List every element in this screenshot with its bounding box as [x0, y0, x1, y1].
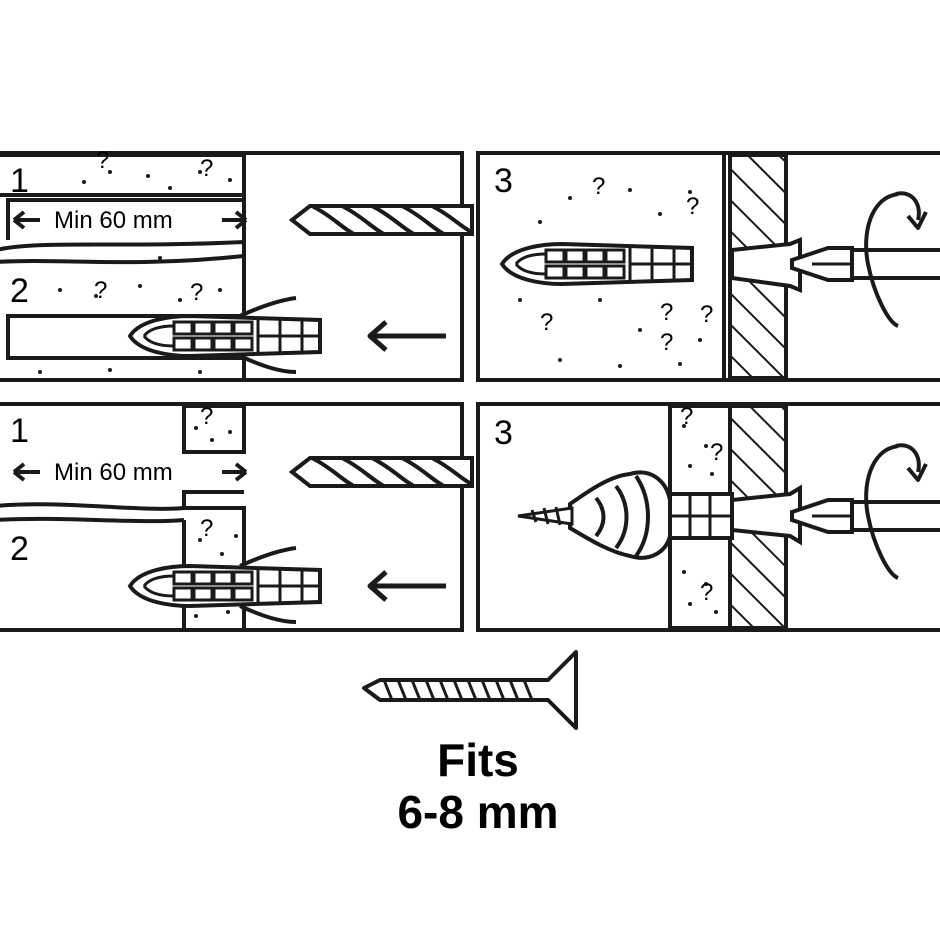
fits-size: 6-8 mm	[397, 786, 558, 838]
step-number-1: 1	[10, 412, 29, 450]
panel-top-left: ? ? ? ? 1 2 Min 60 mm	[0, 147, 474, 382]
step-number-3: 3	[494, 162, 513, 200]
svg-text:?: ?	[700, 301, 713, 328]
panel-bottom-right: ? ? ? 3	[476, 402, 940, 632]
svg-text:?: ?	[94, 277, 107, 304]
plasterboard-top	[182, 404, 246, 454]
screw-icon	[517, 506, 574, 526]
step-number-2: 2	[10, 272, 29, 310]
svg-text:?: ?	[200, 403, 213, 430]
min-depth-dimension: Min 60 mm	[12, 459, 248, 486]
svg-text:?: ?	[200, 515, 213, 542]
drill-bit-icon	[290, 456, 474, 488]
screw-head	[730, 484, 802, 546]
fits-title: Fits	[437, 734, 519, 786]
wall-plug-icon	[128, 564, 322, 608]
svg-text:?: ?	[190, 279, 203, 306]
push-arrow-icon	[367, 320, 446, 352]
concrete-block	[0, 153, 246, 197]
svg-text:?: ?	[592, 173, 605, 200]
drill-bit-icon	[290, 204, 474, 236]
panel-top-right: ? ? ? ? ? ? 3	[476, 151, 940, 382]
push-arrow-icon	[367, 570, 446, 602]
svg-text:?: ?	[540, 309, 553, 336]
svg-text:?: ?	[686, 193, 699, 220]
svg-text:?: ?	[700, 579, 713, 606]
panel-bottom-left: ? ? 1 2 Min 60 mm	[0, 402, 474, 632]
svg-text:?: ?	[710, 439, 723, 466]
wall-plug-icon	[128, 314, 322, 358]
screw-head	[730, 237, 802, 293]
min-depth-label: Min 60 mm	[54, 459, 173, 486]
svg-text:?: ?	[96, 147, 109, 174]
svg-text:?: ?	[660, 329, 673, 356]
screw-icon	[362, 650, 578, 730]
svg-text:?: ?	[660, 299, 673, 326]
svg-text:?: ?	[200, 155, 213, 182]
step-number-3: 3	[494, 414, 513, 452]
wall-plug-icon	[500, 242, 694, 286]
svg-text:?: ?	[680, 403, 693, 430]
step-number-1: 1	[10, 162, 29, 200]
min-depth-label: Min 60 mm	[54, 207, 173, 234]
step-number-2: 2	[10, 530, 29, 568]
min-depth-dimension: Min 60 mm	[12, 207, 248, 234]
